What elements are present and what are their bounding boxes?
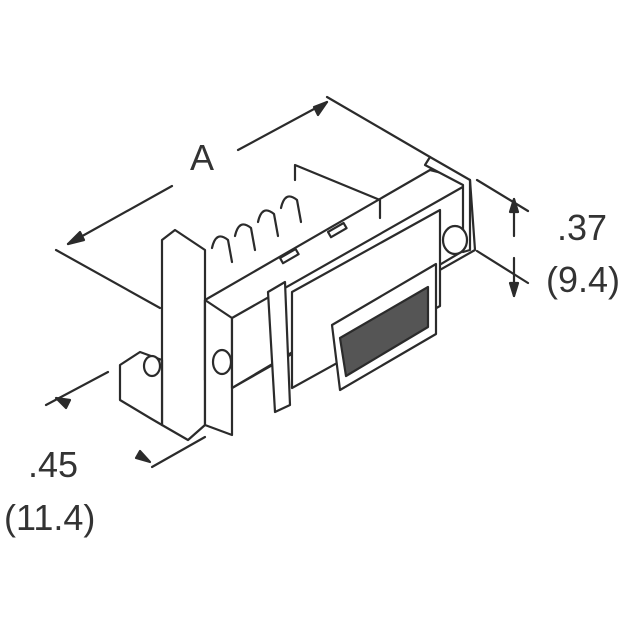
top-latch bbox=[293, 163, 382, 220]
dimension-depth-lines bbox=[44, 370, 207, 469]
dimension-height-inch-label: .37 bbox=[557, 207, 608, 248]
dimension-a-lines bbox=[54, 95, 432, 310]
spring-contacts bbox=[210, 195, 348, 265]
dimension-height-lines bbox=[475, 178, 530, 298]
dimension-depth-mm-label: (11.4) bbox=[4, 497, 96, 538]
dimension-height-mm-label: (9.4) bbox=[546, 259, 621, 300]
dimension-a-label: A bbox=[190, 137, 215, 178]
dimension-depth-inch-label: .45 bbox=[28, 444, 79, 485]
connector-body bbox=[118, 155, 477, 442]
